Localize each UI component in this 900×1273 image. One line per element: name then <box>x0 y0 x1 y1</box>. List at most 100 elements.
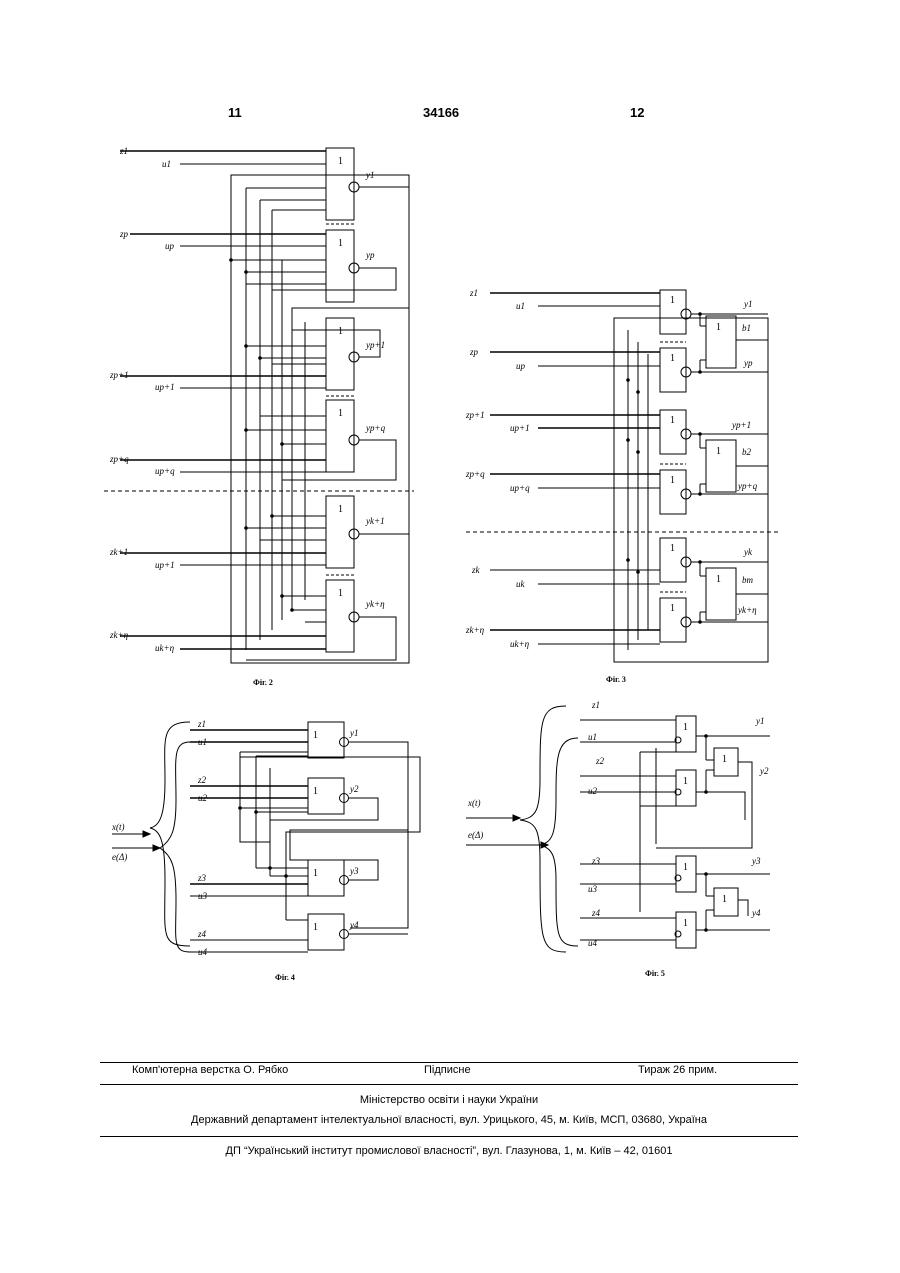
fig4-input-label: u2 <box>198 793 208 803</box>
fig4-caption: Фіг. 4 <box>275 973 295 982</box>
fig5-output-label: y4 <box>751 908 761 918</box>
department-address: Державний департамент інтелектуальної вл… <box>100 1114 798 1126</box>
fig5-input-label: u4 <box>588 938 598 948</box>
fig3-input-label: z1 <box>469 288 478 298</box>
fig3-input-label: zp+1 <box>465 410 485 420</box>
fig4-diagram <box>112 722 420 952</box>
fig2-input-label: up+1 <box>155 382 175 392</box>
fig4-gate-label: 1 <box>313 922 318 933</box>
fig2-output-label: yp+1 <box>365 340 385 350</box>
fig2-input-label: up+1 <box>155 560 175 570</box>
fig5-block-gate-label: 1 <box>722 754 727 765</box>
fig3-gate-label: 1 <box>670 475 675 486</box>
fig5-input-label: u2 <box>588 786 598 796</box>
fig2-input-label: zp+q <box>109 454 129 464</box>
fig5-input-label: z4 <box>591 908 601 918</box>
fig5-gate-label: 1 <box>683 918 688 929</box>
fig5-gate-label: 1 <box>683 862 688 873</box>
fig4-input-label: u4 <box>198 947 208 957</box>
fig3-input-label: up+q <box>510 483 530 493</box>
fig2-input-label: zp <box>119 229 129 239</box>
fig5-input-label: u3 <box>588 884 598 894</box>
fig2-output-label: y1 <box>365 170 375 180</box>
fig3-input-label: up+1 <box>510 423 530 433</box>
fig5-signal-label: e(Δ) <box>468 830 483 840</box>
fig2-output-label: yp <box>365 250 375 260</box>
fig4-output-label: y3 <box>349 866 359 876</box>
fig4-gate-label: 1 <box>313 730 318 741</box>
fig2-input-label: up <box>165 241 175 251</box>
fig5-output-label: y2 <box>759 766 769 776</box>
fig2-input-label: uk+η <box>155 643 175 653</box>
ministry-name: Міністерство освіти і науки України <box>100 1094 798 1106</box>
fig4-signal-label: x(t) <box>111 822 125 832</box>
fig3-block-gate-label: 1 <box>716 574 721 585</box>
fig2-gate-label: 1 <box>338 238 343 249</box>
fig4-gate-label: 1 <box>313 786 318 797</box>
fig3-input-label: u1 <box>516 301 525 311</box>
fig2-input-label: zk+1 <box>109 547 128 557</box>
fig2-gate-label: 1 <box>338 408 343 419</box>
fig5-output-label: y3 <box>751 856 761 866</box>
fig5-input-label: z2 <box>595 756 605 766</box>
fig5-gate-label: 1 <box>683 776 688 787</box>
fig4-input-label: z2 <box>197 775 207 785</box>
fig3-output-label: yk+η <box>737 605 757 615</box>
fig2-gate-label: 1 <box>338 326 343 337</box>
fig5-input-label: u1 <box>588 732 597 742</box>
fig3-output-label: yp <box>743 358 753 368</box>
institute-address: ДП “Український інститут промислової вла… <box>100 1145 798 1157</box>
fig3-block-label: bm <box>742 575 754 585</box>
imprint-rule-bottom <box>100 1136 798 1137</box>
fig4-input-label: z3 <box>197 873 207 883</box>
fig3-input-label: zk <box>471 565 481 575</box>
fig2-gate-label: 1 <box>338 156 343 167</box>
circulation: Тираж 26 прим. <box>638 1064 717 1076</box>
fig3-block-gate-label: 1 <box>716 322 721 333</box>
fig4-output-label: y1 <box>349 728 359 738</box>
fig2-input-label: zk+η <box>109 630 129 640</box>
fig2-output-label: yk+η <box>365 599 385 609</box>
fig4-signal-label: e(Δ) <box>112 852 127 862</box>
fig3-output-label: yp+1 <box>731 420 751 430</box>
fig5-output-label: y1 <box>755 716 765 726</box>
fig2-diagram <box>104 148 414 663</box>
fig4-output-label: y2 <box>349 784 359 794</box>
fig2-input-label: u1 <box>162 159 171 169</box>
fig2-output-label: yp+q <box>365 423 386 433</box>
fig5-gate-label: 1 <box>683 722 688 733</box>
fig3-gate-label: 1 <box>670 353 675 364</box>
fig2-input-label: z1 <box>119 146 128 156</box>
layout-credit: Комп'ютерна верстка О. Рябко <box>132 1064 288 1076</box>
fig3-output-label: yp+q <box>737 481 758 491</box>
fig3-input-label: uk+η <box>510 639 530 649</box>
fig3-caption: Фіг. 3 <box>606 675 626 684</box>
fig5-input-label: z1 <box>591 700 600 710</box>
fig2-caption: Фіг. 2 <box>253 678 273 687</box>
fig3-gate-label: 1 <box>670 295 675 306</box>
fig2-input-label: zp+1 <box>109 370 129 380</box>
fig3-block-gate-label: 1 <box>716 446 721 457</box>
fig3-gate-label: 1 <box>670 603 675 614</box>
fig5-diagram <box>466 706 770 952</box>
fig3-input-label: uk <box>516 579 526 589</box>
fig3-input-label: zp <box>469 347 479 357</box>
fig4-input-label: u1 <box>198 737 207 747</box>
fig3-gate-label: 1 <box>670 415 675 426</box>
fig4-gate-label: 1 <box>313 868 318 879</box>
fig5-caption: Фіг. 5 <box>645 969 665 978</box>
fig2-gate-label: 1 <box>338 504 343 515</box>
fig4-input-label: u3 <box>198 891 208 901</box>
fig4-input-label: z1 <box>197 719 206 729</box>
fig3-input-label: up <box>516 361 526 371</box>
fig4-output-label: y4 <box>349 920 359 930</box>
fig3-output-label: yk <box>743 547 753 557</box>
signed-label: Підписне <box>424 1064 471 1076</box>
fig2-input-label: up+q <box>155 466 175 476</box>
fig3-block-label: b1 <box>742 323 751 333</box>
fig3-input-label: zk+η <box>465 625 485 635</box>
fig3-diagram <box>466 290 778 662</box>
fig4-input-label: z4 <box>197 929 207 939</box>
fig3-input-label: zp+q <box>465 469 485 479</box>
fig2-output-label: yk+1 <box>365 516 385 526</box>
